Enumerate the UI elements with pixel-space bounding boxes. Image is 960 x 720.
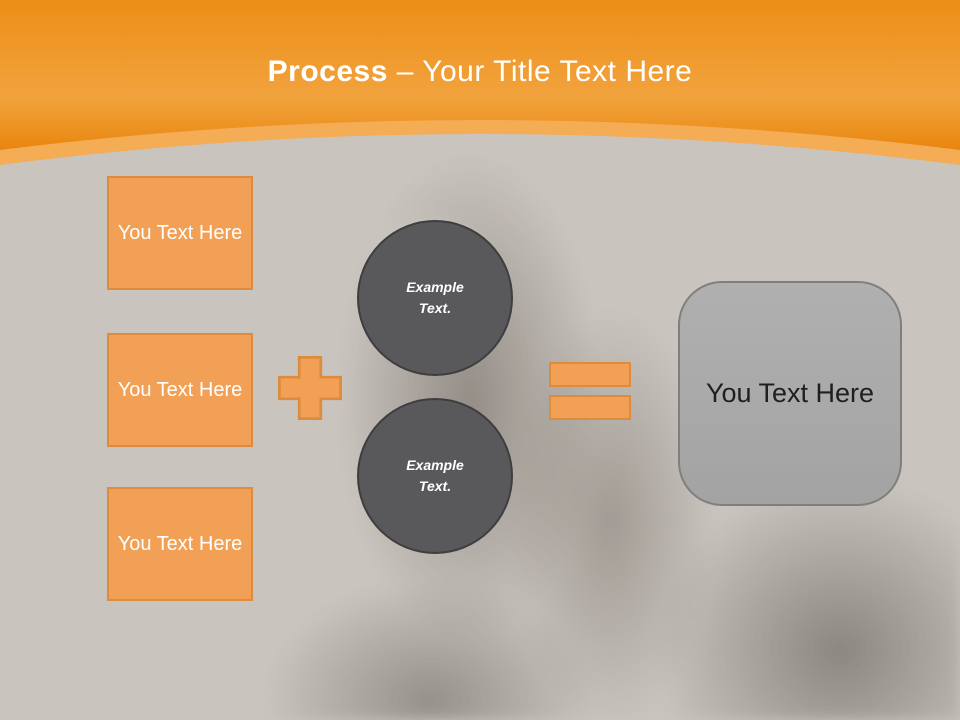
header-band	[0, 0, 960, 165]
page-title: Process – Your Title Text Here	[0, 55, 960, 89]
equals-bar-top	[549, 362, 631, 387]
left-box-2-label: You Text Here	[117, 378, 243, 401]
equals-bar-bottom	[549, 395, 631, 420]
left-box-1-label: You Text Here	[117, 221, 243, 244]
plus-icon	[274, 352, 346, 424]
example-circle-1: Example Text.	[357, 220, 513, 376]
result-box-label: You Text Here	[705, 378, 875, 408]
example-circle-2: Example Text.	[357, 398, 513, 554]
header-main	[0, 0, 960, 150]
left-box-1: You Text Here	[107, 176, 253, 290]
title-bold: Process	[267, 55, 388, 88]
example-circle-2-label: Example Text.	[406, 457, 464, 494]
equals-icon	[549, 362, 631, 428]
left-box-3-label: You Text Here	[117, 532, 243, 555]
example-circle-1-label: Example Text.	[406, 279, 464, 316]
left-box-3: You Text Here	[107, 487, 253, 601]
title-rest: – Your Title Text Here	[387, 55, 693, 88]
result-box: You Text Here	[678, 281, 902, 506]
left-box-2: You Text Here	[107, 333, 253, 447]
